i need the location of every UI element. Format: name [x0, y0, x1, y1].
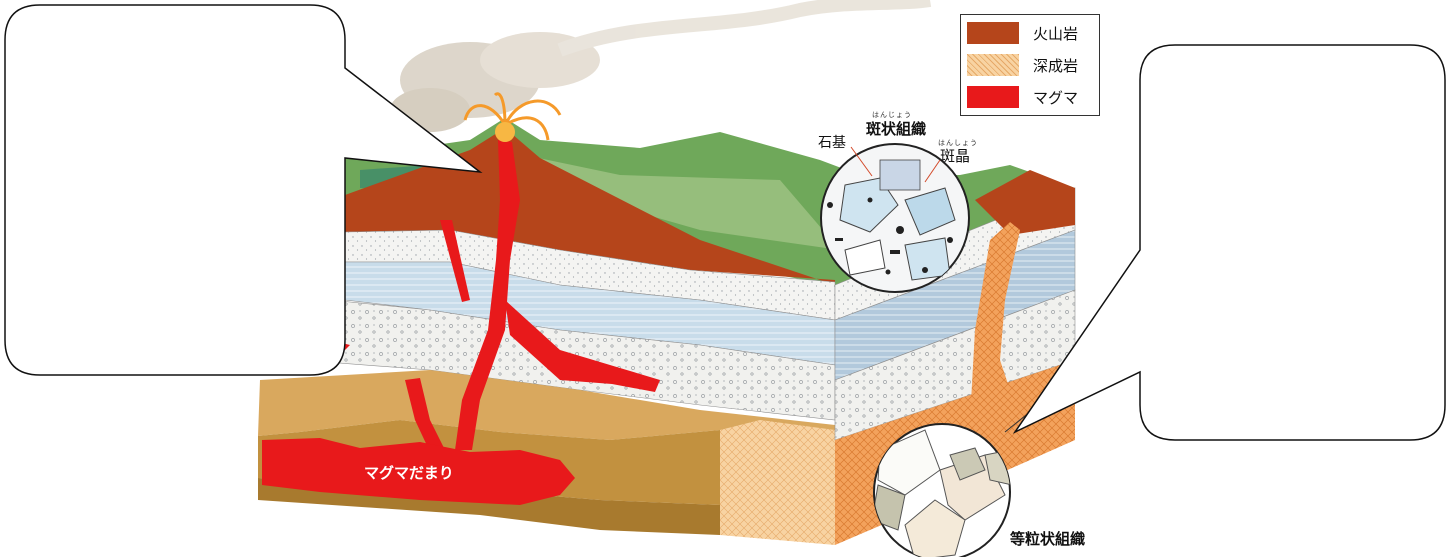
magma-chamber-label: マグマだまり	[364, 462, 454, 483]
phenocryst-label: 斑晶	[940, 145, 970, 166]
legend-item-magma: マグマ	[961, 83, 1099, 111]
legend-item-volcanic: 火山岩	[961, 19, 1099, 47]
porphyritic-texture-label: 斑状組織	[866, 118, 926, 139]
smoke-plume	[390, 0, 930, 132]
plutonic-rock-swatch	[967, 54, 1019, 76]
volcanic-rock-swatch	[967, 22, 1019, 44]
equigranular-texture-label: 等粒状組織	[1010, 528, 1085, 549]
legend-label-magma: マグマ	[1033, 87, 1078, 108]
groundmass-label: 石基	[818, 132, 846, 152]
legend: 火山岩 深成岩 マグマ	[960, 14, 1100, 116]
magma-swatch	[967, 86, 1019, 108]
legend-label-plutonic: 深成岩	[1033, 55, 1078, 76]
porphyritic-texture-circle	[821, 144, 969, 292]
legend-label-volcanic: 火山岩	[1033, 23, 1078, 44]
legend-item-plutonic: 深成岩	[961, 51, 1099, 79]
